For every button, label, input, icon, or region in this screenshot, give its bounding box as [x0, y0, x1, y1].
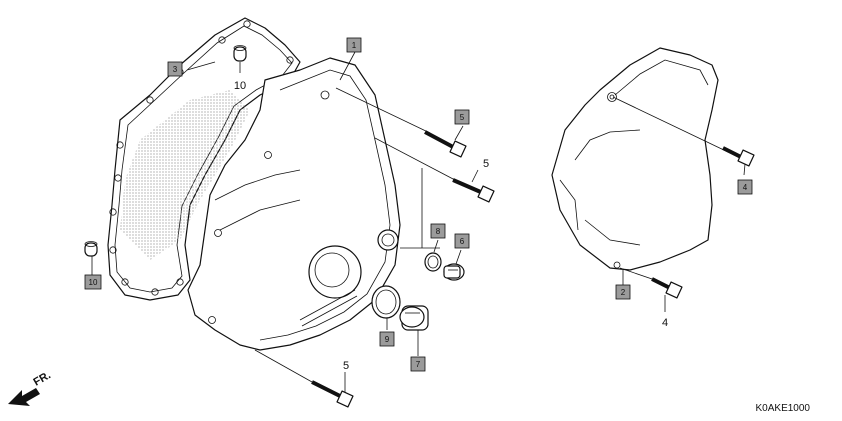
leader-lines: [91, 51, 746, 392]
callout-6: 6: [454, 233, 470, 249]
callout-5: 5: [454, 109, 470, 125]
callout-4: 4: [737, 179, 753, 195]
o-ring-small: [424, 252, 442, 272]
svg-text:10: 10: [89, 278, 98, 287]
flange-bolt-lower: [311, 380, 354, 408]
svg-text:3: 3: [173, 65, 178, 74]
flange-bolt-sprocket-lower: [651, 277, 683, 299]
callout-2: 2: [615, 284, 631, 300]
svg-text:2: 2: [621, 288, 626, 297]
svg-text:9: 9: [385, 335, 390, 344]
svg-text:4: 4: [743, 183, 748, 192]
svg-text:7: 7: [416, 360, 421, 369]
svg-text:8: 8: [436, 227, 441, 236]
gasket-bolt-holes: [109, 20, 294, 296]
crankshaft-hole-cap: [399, 305, 429, 331]
flange-bolt-upper-a: [424, 130, 467, 158]
o-ring-large: [371, 285, 401, 319]
dowel-pin-lower: [84, 241, 98, 257]
left-crankcase-cover: [187, 57, 401, 351]
callout-9: 9: [379, 331, 395, 347]
timing-hole-cap: [443, 263, 465, 281]
brand-emblem-embossing: [299, 289, 358, 327]
label-5-lower: 5: [343, 360, 349, 372]
flange-bolt-upper-b: [452, 178, 495, 203]
label-5-upper: 5: [483, 158, 489, 170]
svg-text:6: 6: [460, 237, 465, 246]
diagram-code: K0AKE1000: [756, 403, 811, 414]
callout-10: 10: [84, 274, 102, 290]
label-10-upper: 10: [234, 80, 246, 92]
svg-text:1: 1: [352, 41, 357, 50]
drive-sprocket-cover: [551, 47, 719, 271]
front-direction-arrow: FR.: [8, 369, 53, 406]
callout-3: 3: [167, 61, 183, 77]
front-direction-label: FR.: [32, 369, 53, 388]
callout-7: 7: [410, 356, 426, 372]
callout-1: 1: [346, 37, 362, 53]
label-4-lower: 4: [662, 317, 668, 329]
dowel-pin-upper: [233, 45, 247, 62]
svg-text:5: 5: [460, 113, 465, 122]
left-crankcase-cover-gasket: [107, 17, 301, 301]
callout-8: 8: [430, 223, 446, 239]
flange-bolt-sprocket-upper: [722, 146, 755, 167]
